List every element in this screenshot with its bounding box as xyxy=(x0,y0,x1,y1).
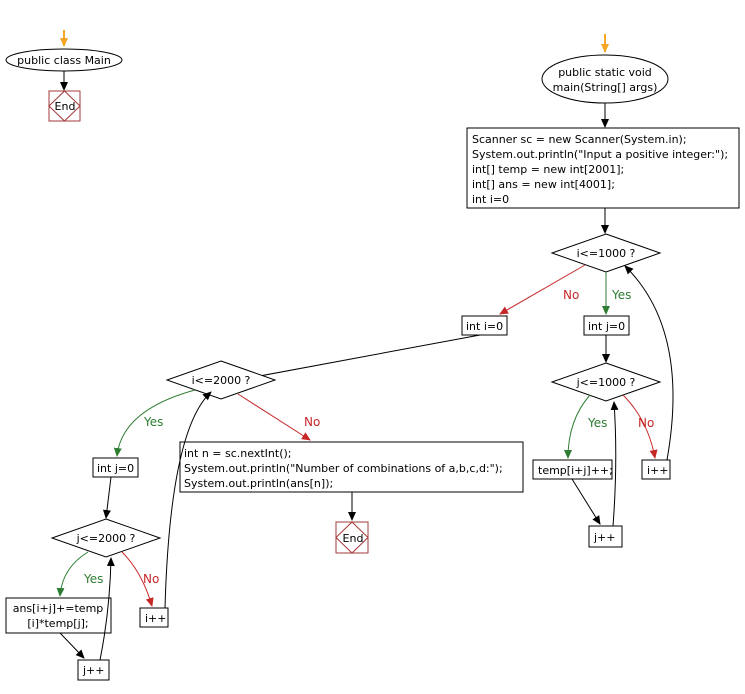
main-end-label: End xyxy=(343,532,364,545)
cond-j1000-no-label: No xyxy=(638,416,654,430)
init-j0-a-label: int j=0 xyxy=(588,320,625,333)
cond-j2000-yes-label: Yes xyxy=(83,572,103,586)
init-i0-label: int i=0 xyxy=(466,320,503,333)
cond-j1000-no-edge xyxy=(622,394,658,459)
ans-update-line-2: [i]*temp[j]; xyxy=(27,617,88,630)
cond-j2000-no-label: No xyxy=(143,572,159,586)
init-j0-b-block[interactable]: int j=0 xyxy=(92,457,139,478)
main-start-line-2: main(String[] args) xyxy=(553,81,658,94)
cond-i1000-no-label: No xyxy=(563,288,579,302)
ans-to-jinc-b-edge xyxy=(59,632,85,659)
iinc-a-loop-edge xyxy=(624,265,674,461)
cond-i2000-yes-edge xyxy=(113,389,196,457)
init-line-5: int i=0 xyxy=(472,193,509,206)
cond-j1000-yes-edge xyxy=(564,394,591,459)
cond-i-le-2000-label: i<=2000 ? xyxy=(192,374,251,387)
cond-j2000-no-edge xyxy=(121,551,154,607)
jinc-a-loop-edge xyxy=(610,401,619,527)
output-line-1: int n = sc.nextInt(); xyxy=(184,447,291,460)
temp-to-jinc-a-edge xyxy=(571,478,601,525)
output-block[interactable]: int n = sc.nextInt(); System.out.println… xyxy=(179,441,524,493)
cond-i2000-no-edge xyxy=(237,393,311,441)
i0-to-cond-i2000-edge xyxy=(248,334,481,381)
cond-i2000-yes-label: Yes xyxy=(143,415,163,429)
init-j0-b-label: int j=0 xyxy=(97,462,134,475)
jinc-b-loop-edge xyxy=(99,557,115,661)
cond-i2000-no-label: No xyxy=(304,415,320,429)
cond-j-le-2000-label: j<=2000 ? xyxy=(76,532,136,545)
iinc-b-loop-edge xyxy=(164,391,212,609)
init-line-3: int[] temp = new int[2001]; xyxy=(472,163,624,176)
init-line-4: int[] ans = new int[4001]; xyxy=(472,178,615,191)
main-end-node[interactable]: End xyxy=(335,521,369,554)
cond-j-le-1000-label: j<=1000 ? xyxy=(576,376,636,389)
i-inc-a-block[interactable]: i++ xyxy=(641,459,671,480)
init-block[interactable]: Scanner sc = new Scanner(System.in); Sys… xyxy=(466,127,740,209)
main-start-ellipse[interactable] xyxy=(541,54,669,104)
cond-i-le-2000-diamond[interactable]: i<=2000 ? xyxy=(165,360,277,400)
init-j0-a-block[interactable]: int j=0 xyxy=(583,315,630,336)
cond-i-le-1000-diamond[interactable]: i<=1000 ? xyxy=(550,233,662,273)
i-inc-b-block[interactable]: i++ xyxy=(139,607,169,628)
ans-update-block[interactable]: ans[i+j]+=temp [i]*temp[j]; xyxy=(5,597,112,634)
j0b-to-cond-j2000-edge xyxy=(102,476,112,519)
init-line-2: System.out.println("Input a positive int… xyxy=(472,148,728,161)
main-start-line-1: public static void xyxy=(558,66,652,79)
class-end-label: End xyxy=(55,100,76,113)
cond-i1000-no-edge xyxy=(499,264,586,315)
j-inc-b-label: j++ xyxy=(82,664,105,677)
cond-i1000-yes-label: Yes xyxy=(611,288,631,302)
output-line-2: System.out.println("Number of combinatio… xyxy=(184,462,503,475)
cond-j-le-2000-diamond[interactable]: j<=2000 ? xyxy=(50,518,162,558)
j-inc-b-block[interactable]: j++ xyxy=(77,659,110,681)
i-inc-b-label: i++ xyxy=(145,612,167,625)
temp-update-label: temp[i+j]++; xyxy=(538,464,613,477)
class-end-node[interactable]: End xyxy=(48,90,81,122)
temp-update-block[interactable]: temp[i+j]++; xyxy=(532,459,613,480)
cond-i-le-1000-label: i<=1000 ? xyxy=(577,247,636,260)
output-line-3: System.out.println(ans[n]); xyxy=(184,477,333,490)
init-i0-block[interactable]: int i=0 xyxy=(461,315,508,336)
j-inc-a-label: j++ xyxy=(593,531,616,544)
cond-j-le-1000-diamond[interactable]: j<=1000 ? xyxy=(550,362,662,402)
cond-j1000-yes-label: Yes xyxy=(587,416,607,430)
j-inc-a-block[interactable]: j++ xyxy=(588,525,623,548)
cond-j2000-yes-edge xyxy=(56,551,89,597)
class-start-label: public class Main xyxy=(17,54,111,67)
init-line-1: Scanner sc = new Scanner(System.in); xyxy=(472,133,687,146)
ans-update-line-1: ans[i+j]+=temp xyxy=(13,602,104,615)
i-inc-a-label: i++ xyxy=(647,464,669,477)
